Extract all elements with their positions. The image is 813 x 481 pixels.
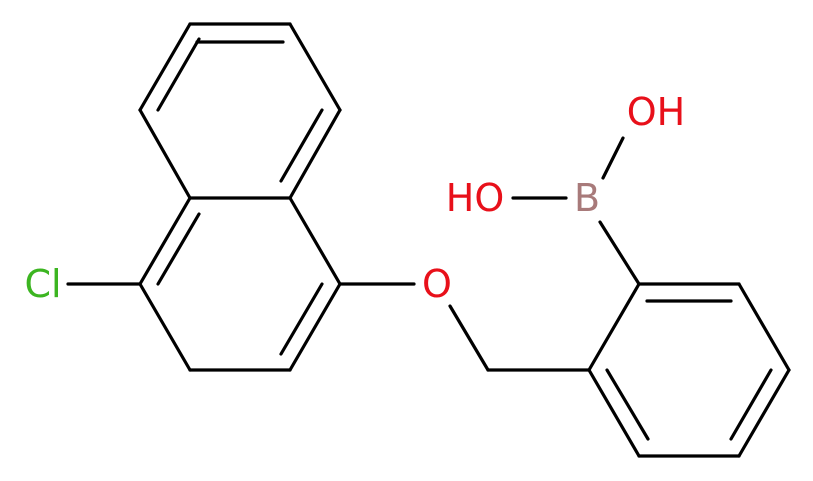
hydroxyl-top-label: OH [627, 90, 685, 134]
bond [737, 368, 791, 458]
bond [138, 282, 192, 372]
bond [587, 368, 641, 458]
bond [601, 136, 625, 180]
bond [598, 220, 641, 286]
hydroxyl-left-label: HO [446, 176, 504, 220]
chlorine-atom-label: Cl [24, 262, 61, 306]
bond [737, 282, 791, 372]
bond [138, 196, 192, 286]
ether-oxygen-label: O [422, 262, 452, 306]
bond [288, 282, 342, 372]
bond [156, 37, 201, 112]
bond [279, 108, 324, 183]
bond [729, 368, 773, 441]
bond [138, 108, 192, 200]
bond [288, 196, 342, 286]
bond [605, 368, 650, 441]
bond [288, 108, 342, 200]
bond [288, 22, 342, 112]
bond [448, 304, 490, 372]
bond [156, 212, 201, 286]
bond [138, 22, 192, 112]
bond [279, 282, 324, 356]
boron-atom-label: B [574, 176, 600, 220]
bond [587, 282, 641, 372]
